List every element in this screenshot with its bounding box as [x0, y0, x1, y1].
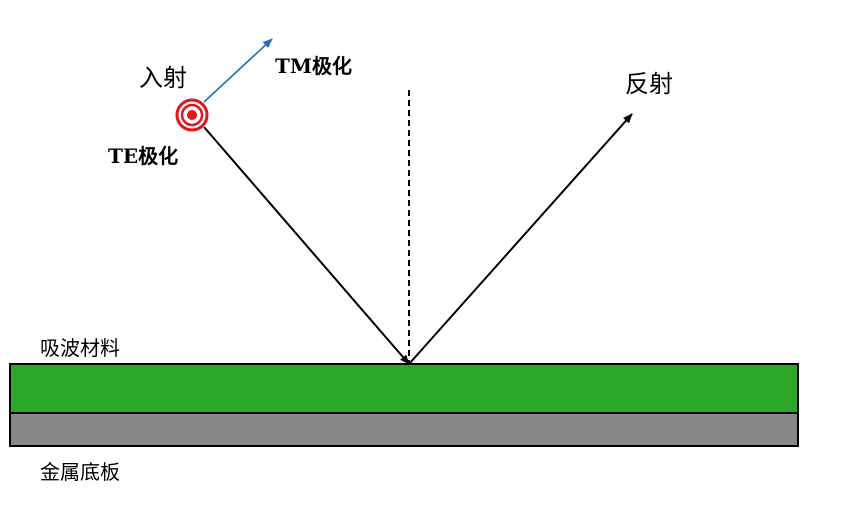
absorbing-material-label: 吸波材料	[40, 336, 120, 360]
tm-polarization-label: TM极化	[275, 54, 353, 78]
reflected-ray	[408, 113, 633, 365]
reflection-label: 反射	[625, 70, 673, 98]
tm-polarization-arrow	[203, 38, 273, 103]
metal-substrate-label: 金属底板	[40, 460, 120, 484]
metal-substrate-layer	[9, 412, 799, 447]
incident-label: 入射	[139, 64, 187, 92]
te-polarization-symbol	[175, 98, 209, 132]
absorber-layer	[9, 363, 799, 414]
te-polarization-label: TE极化	[108, 144, 179, 168]
incident-ray	[203, 126, 410, 365]
